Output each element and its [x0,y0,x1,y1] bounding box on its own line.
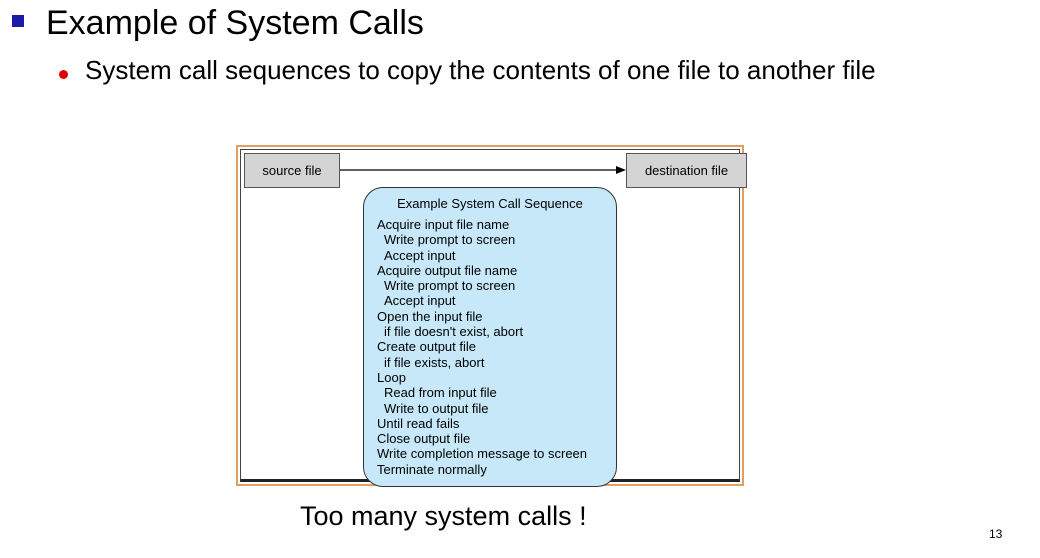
slide-title: Example of System Calls [46,4,424,42]
source-file-box: source file [244,153,340,188]
sequence-step: Acquire input file name [377,217,510,232]
sequence-step: Open the input file [377,308,483,324]
sequence-step: Loop [377,369,406,385]
sequence-step: Terminate normally [377,461,487,477]
page-number: 13 [989,527,1003,541]
sequence-step: Close output file [377,431,471,447]
slide-bullet-text: System call sequences to copy the conten… [85,55,876,85]
sequence-step: Accept input [384,293,456,309]
sequence-step: Write prompt to screen [384,232,516,248]
slide-caption: Too many system calls ! [300,501,587,531]
system-call-figure: source file destination file Example Sys… [236,145,747,487]
sequence-title: Example System Call Sequence [397,196,583,211]
sequence-step: Acquire output file name [377,262,518,278]
round-bullet-icon [59,70,68,79]
sequence-step: Write completion message to screen [377,446,588,462]
sequence-step: Accept input [384,247,456,263]
sequence-step: if file exists, abort [384,354,485,370]
right-arrow-icon [340,166,626,174]
sequence-step: if file doesn't exist, abort [384,324,524,340]
figure-frame: source file destination file Example Sys… [240,149,747,487]
destination-file-box: destination file [626,153,747,188]
sequence-step: Read from input file [384,385,497,401]
sequence-step: Write to output file [384,400,489,416]
square-bullet-icon [12,15,24,27]
sequence-step: Until read fails [377,415,460,431]
sequence-step: Create output file [377,339,477,355]
sequence-step: Write prompt to screen [384,278,516,294]
system-call-sequence-box: Example System Call Sequence Acquire inp… [363,187,617,487]
